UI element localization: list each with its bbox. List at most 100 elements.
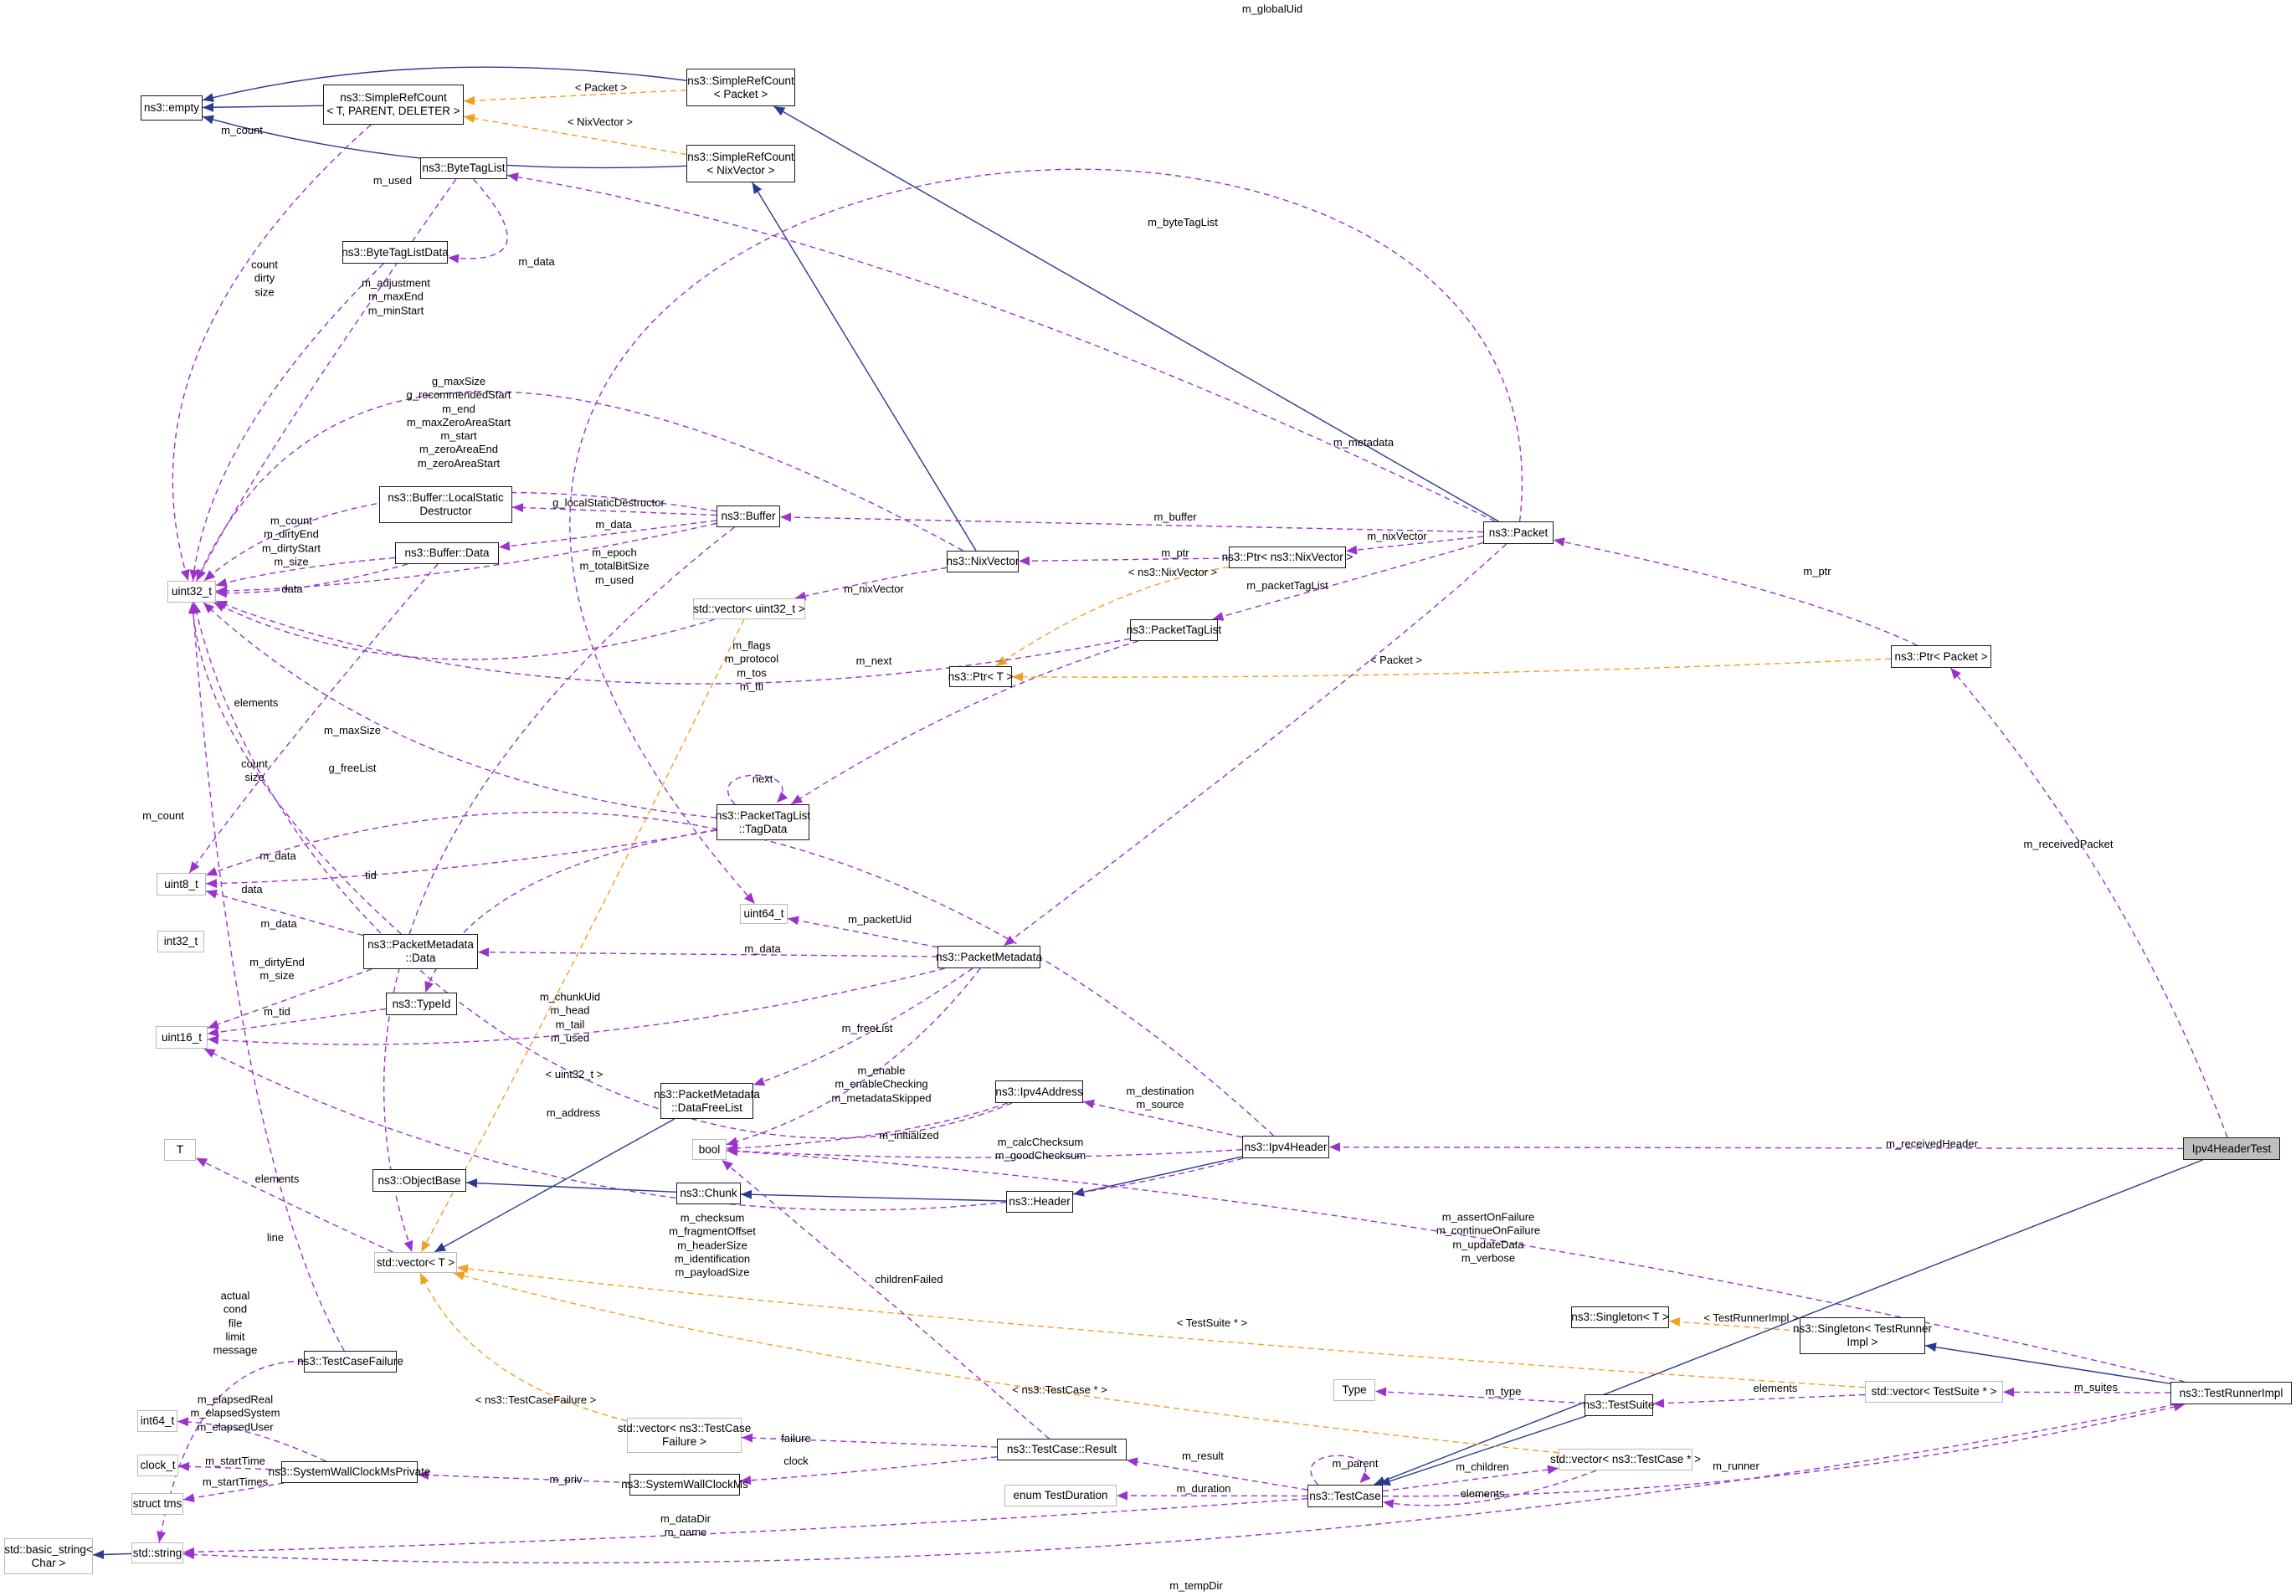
edge-arrowhead	[507, 172, 519, 182]
edge-line	[192, 602, 345, 1352]
node-focus[interactable]: Ipv4HeaderTest	[2183, 1137, 2280, 1160]
node-ptrpkt[interactable]: ns3::Ptr< Packet >	[1891, 645, 1991, 668]
node-u64[interactable]: uint64_t	[740, 904, 788, 924]
node-singTRI[interactable]: ns3::Singleton< TestRunner Impl >	[1793, 1317, 1932, 1354]
edge-line	[506, 174, 1496, 522]
edge-arrowhead	[418, 1470, 429, 1481]
node-str[interactable]: std::string	[131, 1542, 183, 1563]
node-packet[interactable]: ns3::Packet	[1483, 521, 1554, 544]
node-btl[interactable]: ns3::ByteTagList	[420, 157, 507, 179]
node-bdata[interactable]: ns3::Buffer::Data	[395, 542, 499, 564]
edge-arrowhead	[2173, 1402, 2186, 1412]
edge-arrowhead	[208, 1019, 220, 1029]
node-pmdData[interactable]: ns3::PacketMetadata ::Data	[363, 934, 478, 969]
node-bool[interactable]: bool	[692, 1139, 727, 1160]
node-tri[interactable]: ns3::TestRunnerImpl	[2170, 1382, 2292, 1404]
edge-line	[1310, 1455, 1367, 1486]
node-ptrnix[interactable]: ns3::Ptr< ns3::NixVector >	[1222, 547, 1353, 568]
edge-arrowhead	[1925, 1342, 1937, 1352]
node-type[interactable]: Type	[1333, 1379, 1375, 1401]
edge-arrowhead	[203, 603, 215, 613]
node-nix[interactable]: ns3::NixVector	[946, 551, 1020, 572]
node-ip4addr[interactable]: ns3::Ipv4Address	[995, 1080, 1083, 1103]
edge-arrowhead	[464, 114, 475, 123]
edge-arrowhead	[791, 794, 804, 804]
edge-arrowhead	[448, 254, 460, 264]
node-header[interactable]: ns3::Header	[1006, 1191, 1073, 1213]
node-i64[interactable]: int64_t	[137, 1410, 177, 1432]
edge-arrowhead	[206, 867, 218, 876]
node-srcT[interactable]: ns3::SimpleRefCount < T, PARENT, DELETER…	[323, 85, 464, 125]
edge-line	[192, 263, 384, 582]
node-typeid[interactable]: ns3::TypeId	[386, 993, 457, 1015]
node-btld[interactable]: ns3::ByteTagListData	[342, 241, 449, 264]
edge-arrowhead	[2003, 1387, 2015, 1397]
node-objbase[interactable]: ns3::ObjectBase	[372, 1169, 466, 1192]
edge-line	[752, 967, 973, 1086]
node-clockt[interactable]: clock_t	[137, 1455, 178, 1476]
node-u8[interactable]: uint8_t	[157, 873, 206, 896]
edge-line	[1374, 1390, 1585, 1404]
edge-line	[727, 774, 783, 805]
node-tc[interactable]: ns3::TestCase	[1307, 1485, 1383, 1507]
node-ip4hdr[interactable]: ns3::Ipv4Header	[1242, 1136, 1329, 1158]
node-u16[interactable]: uint16_t	[156, 1026, 208, 1049]
node-swcm[interactable]: ns3::SystemWallClockMs	[621, 1474, 748, 1496]
edge-arrowhead	[206, 890, 218, 899]
edge-arrowhead	[188, 603, 198, 614]
node-singT[interactable]: ns3::Singleton< T >	[1571, 1306, 1669, 1328]
node-vtcf[interactable]: std::vector< ns3::TestCase Failure >	[618, 1418, 751, 1453]
node-chunk[interactable]: ns3::Chunk	[676, 1183, 741, 1204]
node-pmd[interactable]: ns3::PacketMetadata	[936, 946, 1042, 968]
node-srcPacket[interactable]: ns3::SimpleRefCount < Packet >	[686, 69, 795, 106]
node-vu32[interactable]: std::vector< uint32_t >	[693, 598, 805, 619]
node-dfl[interactable]: ns3::PacketMetadata ::DataFreeList	[654, 1083, 760, 1119]
edge-line	[995, 566, 1230, 667]
edge-line	[207, 1008, 387, 1034]
edge-arrowhead	[776, 791, 788, 803]
edge-arrowhead	[1004, 935, 1015, 946]
node-empty[interactable]: ns3::empty	[141, 95, 203, 121]
node-ptl[interactable]: ns3::PacketTagList	[1127, 619, 1221, 641]
edge-line	[463, 115, 687, 156]
node-vtc[interactable]: std::vector< ns3::TestCase * >	[1550, 1449, 1701, 1470]
edge-line	[1072, 1156, 1243, 1195]
edge-arrowhead	[203, 115, 215, 125]
node-vecT[interactable]: std::vector< T >	[374, 1252, 457, 1273]
node-srcNix[interactable]: ns3::SimpleRefCount < NixVector >	[686, 145, 795, 182]
node-swcmp[interactable]: ns3::SystemWallClockMsPrivate	[269, 1461, 430, 1483]
edge-line	[569, 168, 1523, 905]
edge-arrowhead	[157, 1531, 167, 1542]
edge-arrowhead	[196, 1157, 208, 1167]
node-tsuite[interactable]: ns3::TestSuite	[1584, 1394, 1654, 1416]
node-vts[interactable]: std::vector< TestSuite * >	[1865, 1381, 2003, 1403]
node-tcf[interactable]: ns3::TestCaseFailure	[297, 1351, 403, 1373]
edge-line	[172, 124, 372, 582]
node-tcres[interactable]: ns3::TestCase::Result	[997, 1439, 1127, 1460]
edge-line	[207, 967, 945, 1045]
node-blsd[interactable]: ns3::Buffer::LocalStatic Destructor	[379, 486, 512, 523]
edge-line	[177, 1420, 326, 1462]
edge-line	[721, 1159, 1050, 1439]
node-buffer[interactable]: ns3::Buffer	[717, 505, 780, 527]
node-tagdata[interactable]: ns3::PacketTagList ::TagData	[716, 804, 810, 840]
edge-arrowhead	[203, 102, 214, 112]
edge-line	[202, 66, 687, 101]
node-ptrT[interactable]: ns3::Ptr< T >	[948, 666, 1013, 687]
node-u32[interactable]: uint32_t	[167, 581, 216, 603]
node-i32[interactable]: int32_t	[157, 931, 204, 952]
edge-arrowhead	[464, 95, 475, 105]
edge-arrowhead	[93, 1549, 105, 1559]
edge-arrowhead	[1083, 1099, 1095, 1109]
edge-arrowhead	[403, 1239, 413, 1252]
edge-line	[1652, 1393, 1866, 1404]
edge-arrowhead	[780, 512, 792, 522]
node-T[interactable]: T	[164, 1139, 196, 1161]
edge-line	[773, 105, 1499, 522]
node-etd[interactable]: enum TestDuration	[1004, 1485, 1117, 1506]
node-bstr[interactable]: std::basic_string< Char >	[4, 1538, 93, 1574]
edge-line	[465, 1182, 677, 1193]
edge-arrowhead	[1383, 1499, 1395, 1509]
edge-line	[739, 1455, 998, 1482]
node-tms[interactable]: struct tms	[131, 1493, 183, 1515]
